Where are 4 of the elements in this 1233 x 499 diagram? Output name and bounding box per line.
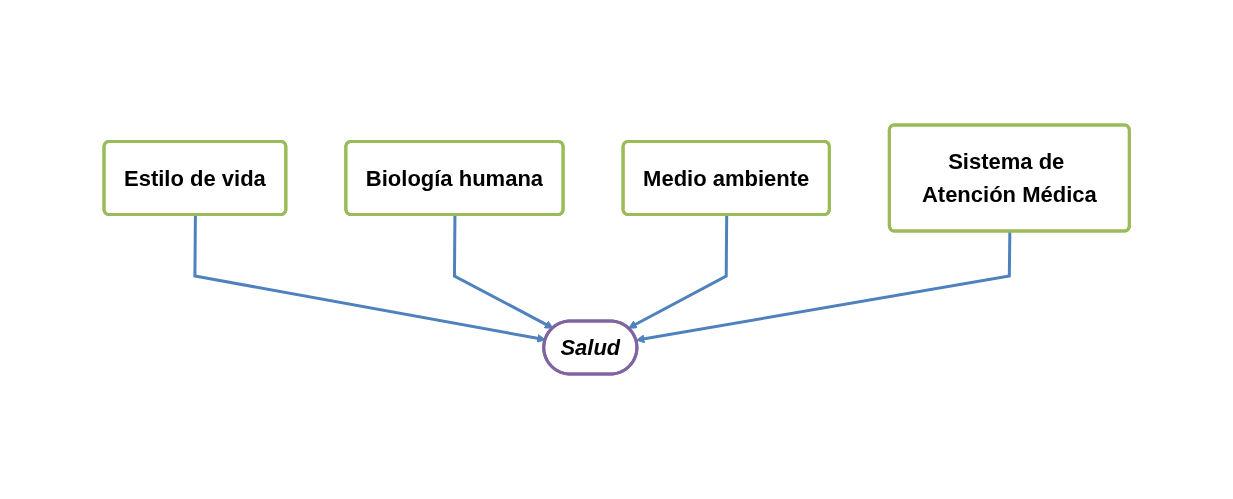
arrow (635, 231, 1012, 344)
arrow (627, 215, 729, 329)
arrow (193, 215, 546, 343)
arrow (452, 215, 554, 329)
